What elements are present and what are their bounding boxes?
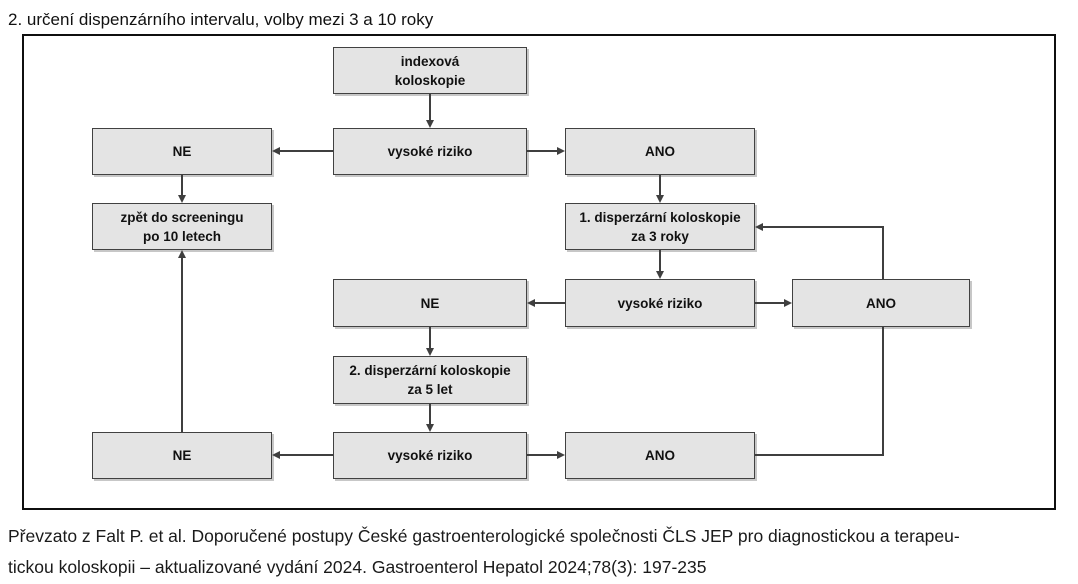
edge-risk2-to-yes2-line [755, 302, 784, 304]
node-label-line: ANO [645, 448, 675, 463]
node-label-line: NE [172, 448, 192, 463]
node-label-line: vysoké riziko [387, 144, 473, 159]
edge-yes3-loop-bottom-line [755, 454, 884, 456]
edge-no1-to-screening-line [181, 175, 183, 195]
edge-risk2-to-no2-arrowhead-icon [527, 299, 535, 307]
node-surveillance-2: 2. disperzární koloskopie za 5 let [333, 356, 527, 404]
node-label-line: vysoké riziko [617, 295, 703, 311]
edge-risk1-to-yes1-arrowhead-icon [557, 147, 565, 155]
node-label-line: 2. disperzární koloskopie [349, 363, 511, 378]
caption-line-1: Převzato z Falt P. et al. Doporučené pos… [8, 526, 960, 546]
node-back-to-screening: zpět do screeningu po 10 letech [92, 203, 272, 250]
edge-surv2-to-risk3-arrowhead-icon [426, 424, 434, 432]
node-label-line: NE [172, 144, 192, 159]
edge-surv1-to-risk2-line [659, 250, 661, 271]
node-label-line: indexová [400, 53, 460, 69]
edge-surv2-to-risk3-line [429, 404, 431, 424]
page-title: 2. určení dispenzárního intervalu, volby… [8, 10, 434, 29]
edge-loop-vertical-upper-line [882, 227, 884, 279]
edge-risk3-to-no3-arrowhead-icon [272, 451, 280, 459]
edge-index-to-risk1-arrowhead-icon [426, 120, 434, 128]
edge-risk1-to-no1-arrowhead-icon [272, 147, 280, 155]
edge-risk3-to-no3-line [280, 454, 333, 456]
edge-no3-to-screening-line [181, 258, 183, 432]
edge-no1-to-screening-arrowhead-icon [178, 195, 186, 203]
node-label-line: vysoké riziko [387, 448, 473, 463]
edge-surv1-to-risk2-arrowhead-icon [656, 271, 664, 279]
edge-no3-to-screening-arrowhead-icon [178, 250, 186, 258]
node-label-line: po 10 letech [142, 228, 222, 244]
node-no-3: NE [92, 432, 272, 479]
node-label-line: zpět do screeningu [120, 209, 244, 225]
node-yes-2: ANO [792, 279, 970, 327]
node-index-colonoscopy: indexová koloskopie [333, 47, 527, 94]
edge-loop-vertical-lower-line [882, 327, 884, 456]
edge-index-to-risk1-line [429, 94, 431, 121]
edge-yes1-to-surv1-line [659, 175, 661, 195]
node-label-line: 1. disperzární koloskopie [579, 209, 741, 225]
flowchart-frame [22, 34, 1056, 510]
edge-yes1-to-surv1-arrowhead-icon [656, 195, 664, 203]
edge-loop-to-surv1-arrowhead-icon [755, 223, 763, 231]
node-high-risk-3: vysoké riziko [333, 432, 527, 479]
node-label-line: za 3 roky [631, 228, 689, 244]
edge-risk3-to-yes3-line [527, 454, 557, 456]
node-yes-1: ANO [565, 128, 755, 175]
node-high-risk-1: vysoké riziko [333, 128, 527, 175]
node-label-line: za 5 let [407, 382, 453, 397]
edge-risk1-to-no1-line [280, 150, 333, 152]
edge-loop-to-surv1-line [763, 226, 884, 228]
edge-risk3-to-yes3-arrowhead-icon [557, 451, 565, 459]
node-label-line: ANO [645, 144, 675, 159]
edge-risk2-to-no2-line [535, 302, 565, 304]
node-label-line: NE [420, 295, 440, 311]
caption-line-2: tickou koloskopii – aktualizované vydání… [8, 557, 707, 577]
node-high-risk-2: vysoké riziko [565, 279, 755, 327]
node-surveillance-1: 1. disperzární koloskopie za 3 roky [565, 203, 755, 250]
edge-no2-to-surv2-line [429, 327, 431, 348]
node-yes-3: ANO [565, 432, 755, 479]
node-label-line: ANO [866, 295, 896, 311]
node-no-1: NE [92, 128, 272, 175]
edge-no2-to-surv2-arrowhead-icon [426, 348, 434, 356]
node-label-line: koloskopie [394, 72, 466, 88]
edge-risk2-to-yes2-arrowhead-icon [784, 299, 792, 307]
edge-risk1-to-yes1-line [527, 150, 557, 152]
source-citation: Převzato z Falt P. et al. Doporučené pos… [8, 521, 1076, 583]
node-no-2: NE [333, 279, 527, 327]
